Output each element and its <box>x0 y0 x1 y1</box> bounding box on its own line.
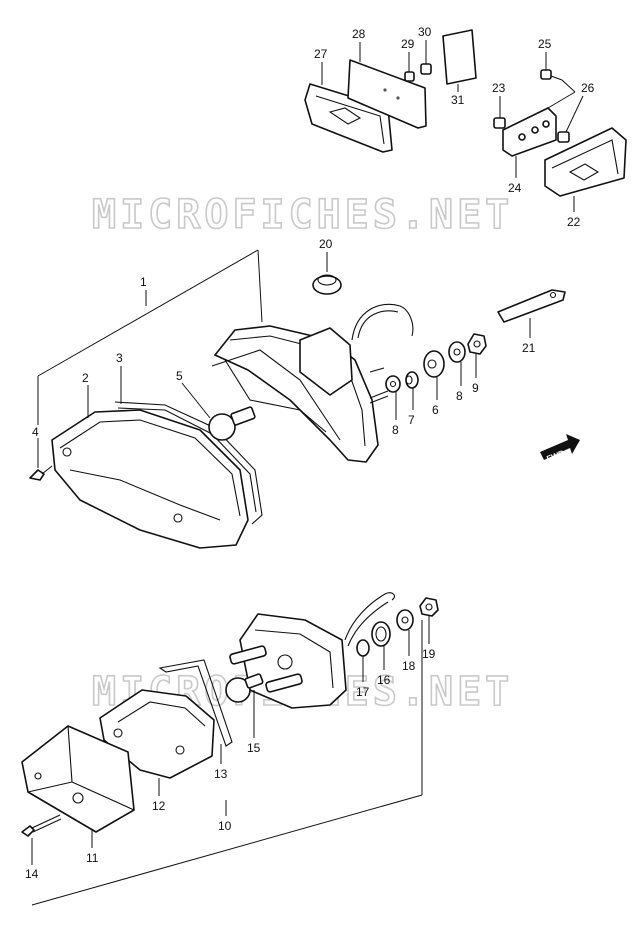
label-part-25: 25 <box>538 37 552 51</box>
collar-7 <box>405 371 419 410</box>
label-part-19: 19 <box>422 647 436 661</box>
label-part-18: 18 <box>402 659 416 673</box>
label-part-29: 29 <box>401 37 415 51</box>
label-part-1: 1 <box>140 275 147 289</box>
license-outer-cover <box>21 725 135 848</box>
reflector-bracket <box>502 107 557 178</box>
reflector-nut-29 <box>404 52 415 82</box>
nut-19 <box>419 597 439 644</box>
reflector-pad <box>442 29 477 92</box>
washer-8-right <box>448 341 466 386</box>
grommet <box>312 252 342 295</box>
bracket-screw-25 <box>540 52 576 109</box>
side-reflector-right <box>544 127 627 212</box>
nut-9 <box>467 333 487 378</box>
label-part-5: 5 <box>176 369 183 383</box>
label-part-7: 7 <box>408 413 415 427</box>
washer-8-left <box>385 375 401 420</box>
wire-clamp <box>497 289 566 338</box>
label-part-14: 14 <box>25 867 39 881</box>
label-part-23: 23 <box>492 81 506 95</box>
label-part-27: 27 <box>314 47 328 61</box>
tail-light-bulb <box>181 382 256 441</box>
bracket-nut-26 <box>557 95 584 143</box>
part-number-labels: 1 2 3 4 5 6 7 8 8 9 10 11 12 13 14 15 16… <box>25 25 595 881</box>
tail-light-lens <box>51 385 249 549</box>
label-part-21: 21 <box>522 341 536 355</box>
reflector-nut-30 <box>420 40 432 75</box>
label-part-16: 16 <box>377 673 391 687</box>
license-lens-gasket <box>158 659 233 764</box>
label-part-6: 6 <box>432 403 439 417</box>
reflector-gasket <box>347 42 427 129</box>
bracket-nut-23 <box>493 96 506 129</box>
forward-direction-arrow: FWD <box>540 434 580 464</box>
label-part-26: 26 <box>581 81 595 95</box>
assembly-10-bracket-lines <box>31 620 423 906</box>
assembly-1-bracket-lines <box>37 249 263 425</box>
label-part-2: 2 <box>82 371 89 385</box>
tail-light-housing <box>211 303 414 463</box>
label-part-12: 12 <box>152 799 166 813</box>
label-part-31: 31 <box>451 93 465 107</box>
label-part-17: 17 <box>356 685 370 699</box>
label-part-9: 9 <box>472 381 479 395</box>
label-part-28: 28 <box>352 27 366 41</box>
label-part-30: 30 <box>418 25 432 39</box>
cushion-6 <box>423 350 445 400</box>
label-part-3: 3 <box>116 351 123 365</box>
washer-18 <box>396 609 414 656</box>
label-part-8-right: 8 <box>456 389 463 403</box>
label-part-20: 20 <box>319 237 333 251</box>
grommet-16 <box>371 621 391 670</box>
label-part-10: 10 <box>218 819 232 833</box>
lens-screw <box>29 438 53 481</box>
label-part-11: 11 <box>86 851 99 865</box>
housing-stud <box>369 390 389 404</box>
license-light-housing <box>229 592 395 709</box>
label-part-8-left: 8 <box>392 423 399 437</box>
label-part-4: 4 <box>32 425 39 439</box>
label-part-22: 22 <box>567 215 581 229</box>
license-cover-screw <box>21 814 62 865</box>
spacer-17 <box>356 639 370 682</box>
watermark-top: MICROFICHES.NET <box>92 192 513 238</box>
license-light-bulb <box>225 673 264 738</box>
label-part-15: 15 <box>247 741 261 755</box>
label-part-24: 24 <box>508 181 522 195</box>
label-part-13: 13 <box>214 767 228 781</box>
